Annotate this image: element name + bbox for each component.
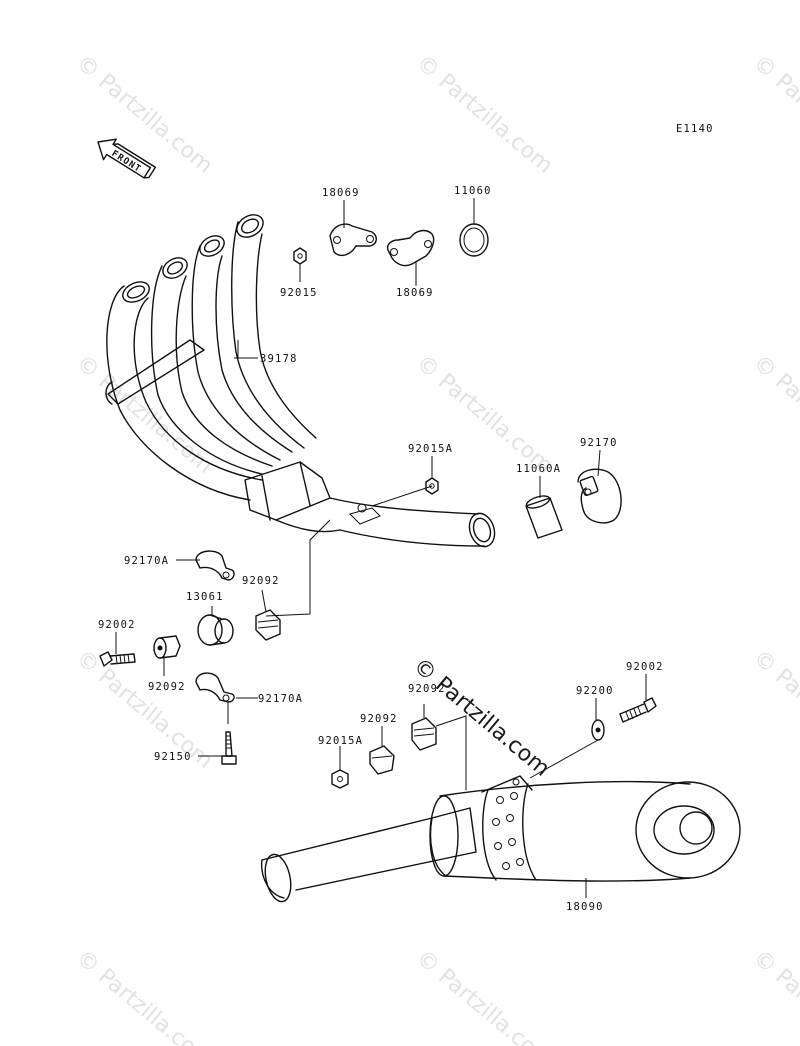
nut-92015A-bottom xyxy=(331,769,349,789)
callout-39178: 39178 xyxy=(260,353,298,365)
bolt-92002-left xyxy=(99,651,136,667)
gasket-11060A xyxy=(525,495,563,539)
watermark-7: © Partzilla.com xyxy=(71,645,217,773)
exhaust-header-pipes xyxy=(105,214,496,548)
callout-92092-mid: 92092 xyxy=(242,575,280,587)
callout-92092-center: 92092 xyxy=(408,683,446,695)
flange-18069-bottom xyxy=(386,229,435,267)
watermark-center: © Partzilla.com xyxy=(408,653,554,781)
callout-11060A: 11060A xyxy=(516,463,561,475)
watermark-8: © Partzilla.com xyxy=(748,645,800,773)
muffler-18090 xyxy=(260,775,741,903)
callout-92015A-top: 92015A xyxy=(408,443,453,455)
callout-13061: 13061 xyxy=(186,591,224,603)
leader-lines xyxy=(115,198,647,898)
front-arrow-icon: FRONT xyxy=(97,138,157,179)
callout-92150: 92150 xyxy=(154,751,192,763)
watermark-9: © Partzilla.com xyxy=(71,945,217,1046)
bolt-92150 xyxy=(221,731,237,765)
watermark-3: © Partzilla.com xyxy=(748,50,800,178)
callout-labels: 18069 11060 92015 18069 39178 92015A 921… xyxy=(98,185,664,913)
watermark-11: © Partzilla.com xyxy=(748,945,800,1046)
watermark-6: © Partzilla.com xyxy=(748,350,800,478)
diagram-code: E1140 xyxy=(676,123,714,135)
damper-92092-lower xyxy=(369,745,395,775)
clamp-92170 xyxy=(577,468,622,524)
washer-92200 xyxy=(591,719,605,741)
callout-18090: 18090 xyxy=(566,901,604,913)
watermark-group: © Partzilla.com © Partzilla.com © Partzi… xyxy=(71,50,800,1046)
callout-92015A-bottom: 92015A xyxy=(318,735,363,747)
callout-92170A-right: 92170A xyxy=(258,693,303,705)
damper-92092-mid xyxy=(255,609,281,641)
damper-92092-left xyxy=(153,635,181,659)
nut-92015 xyxy=(293,247,307,265)
callout-92015: 92015 xyxy=(280,287,318,299)
callout-92170A-left: 92170A xyxy=(124,555,169,567)
watermark-5: © Partzilla.com xyxy=(411,350,557,478)
callout-92092-lower: 92092 xyxy=(360,713,398,725)
clamp-92170A-left xyxy=(195,550,235,581)
callout-92200: 92200 xyxy=(576,685,614,697)
callout-92002-left: 92002 xyxy=(98,619,136,631)
watermark-10: © Partzilla.com xyxy=(411,945,557,1046)
watermark-2: © Partzilla.com xyxy=(411,50,557,178)
collar-13061 xyxy=(197,614,234,646)
callout-92092-left: 92092 xyxy=(148,681,186,693)
bolt-92002-right xyxy=(619,697,657,723)
damper-92092-center xyxy=(411,717,437,751)
callout-11060: 11060 xyxy=(454,185,492,197)
callout-18069-bottom: 18069 xyxy=(396,287,434,299)
clamp-92170A-right xyxy=(195,672,235,703)
callout-92002-right: 92002 xyxy=(626,661,664,673)
gasket-11060 xyxy=(459,223,489,257)
callout-92170: 92170 xyxy=(580,437,618,449)
callout-18069-top: 18069 xyxy=(322,187,360,199)
flange-18069-top xyxy=(329,223,377,257)
